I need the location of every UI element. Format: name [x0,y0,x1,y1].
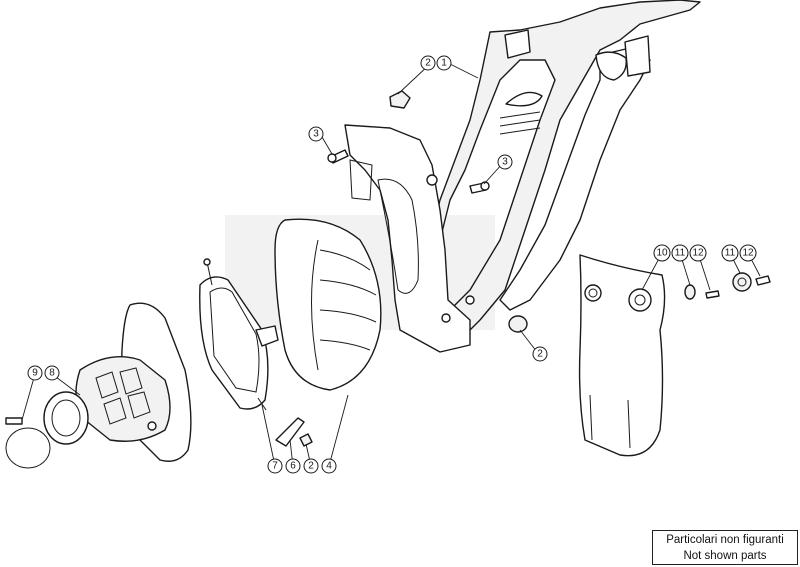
callout-7: 7 [267,458,283,474]
callout-4-label: 4 [326,461,332,472]
note-line-italian: Particolari non figuranti [666,534,784,546]
callout-2-top-label: 2 [425,58,431,69]
callout-12-right: 12 [739,244,757,262]
not-shown-parts-note: Particolari non figuranti Not shown part… [652,530,798,565]
callout-6: 6 [285,458,301,474]
callout-7-label: 7 [272,461,278,472]
filter-clip [275,417,305,447]
callout-9: 9 [27,365,43,381]
callout-1: 1 [436,55,452,71]
callout-2-right-label: 2 [537,349,543,360]
callout-10-label: 10 [656,248,668,259]
callout-11-right-label: 11 [725,248,736,259]
callout-11-right: 11 [721,244,739,262]
air-filter [274,218,382,391]
hose-clamp [5,417,51,469]
callout-12-right-label: 12 [742,248,754,259]
washer-1 [684,284,696,300]
callout-3-right-label: 3 [502,157,508,168]
note-line-english: Not shown parts [683,550,767,562]
callout-2-bottom-label: 2 [308,461,314,472]
callout-8: 8 [44,365,60,381]
callout-2-top: 2 [420,55,436,71]
callout-8-label: 8 [49,368,55,379]
small-nut [299,433,313,447]
callout-12-left-label: 12 [692,248,704,259]
callout-6-label: 6 [290,461,296,472]
screw-right [469,181,490,194]
washer-2 [732,272,752,292]
frame-subframe [344,0,701,353]
screw-2 [755,275,771,286]
callout-3-left: 3 [308,126,324,142]
callout-3-left-label: 3 [313,129,319,140]
callout-1-label: 1 [441,58,447,69]
callout-12-left: 12 [689,244,707,262]
callout-3-right: 3 [497,154,513,170]
rear-shield [578,254,666,457]
rubber-block-right [508,315,528,333]
intake-duct [43,302,192,462]
callout-2-bottom: 2 [303,458,319,474]
screw-1 [705,290,720,299]
callout-4: 4 [321,458,337,474]
callout-10: 10 [653,244,671,262]
callout-2-right: 2 [532,346,548,362]
rubber-block-top [389,90,411,109]
callout-9-label: 9 [32,368,38,379]
callout-11-left: 11 [671,244,689,262]
callout-11-left-label: 11 [675,248,686,259]
filter-cage [199,258,279,411]
